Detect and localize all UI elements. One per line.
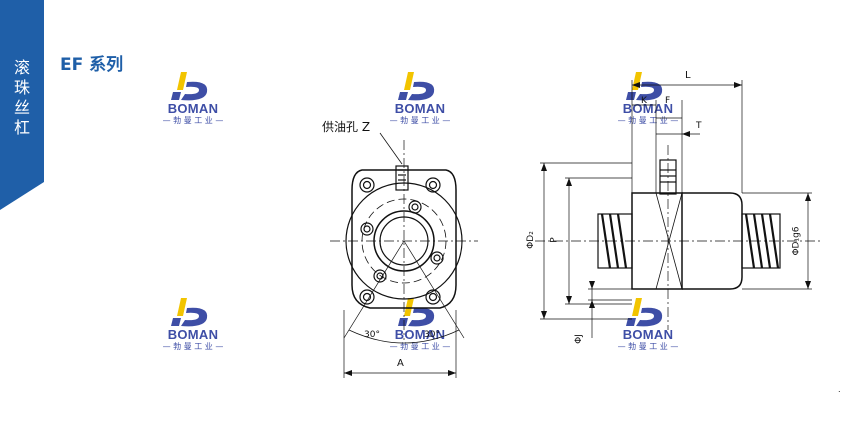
dimension-a: A bbox=[397, 358, 404, 369]
side-view-nut bbox=[597, 159, 781, 290]
logo-subtitle: — 勃 曼 工 业 — bbox=[162, 342, 224, 351]
boman-logo: BOMAN — 勃 曼 工 业 — bbox=[608, 296, 688, 352]
sidebar-char-4: 杠 bbox=[13, 118, 30, 137]
logo-brand: BOMAN bbox=[622, 327, 674, 342]
sidebar-char-1: 滚 bbox=[13, 58, 30, 77]
sidebar-char-2: 珠 bbox=[13, 78, 30, 97]
dimension-j: ΦJ bbox=[573, 334, 584, 344]
boman-logo: BOMAN — 勃 曼 工 业 — bbox=[153, 70, 233, 126]
dimension-k: K bbox=[641, 96, 647, 106]
boman-b-logo-icon bbox=[171, 298, 208, 327]
oil-hole-label: 供油孔 Z bbox=[322, 120, 371, 134]
logo-subtitle: — 勃 曼 工 业 — bbox=[617, 116, 679, 125]
series-title: EF 系列 bbox=[60, 55, 124, 75]
boman-b-logo-icon bbox=[398, 72, 435, 101]
boman-b-logo-icon bbox=[626, 298, 663, 327]
dimension-f: F bbox=[665, 96, 671, 106]
boman-logo: BOMAN — 勃 曼 工 业 — bbox=[153, 296, 233, 352]
angle-label-left: 30° bbox=[364, 330, 380, 340]
angle-label-right: 30° bbox=[424, 330, 440, 340]
dimension-d2: ΦD₂ bbox=[525, 231, 536, 249]
svg-text:.: . bbox=[838, 385, 841, 394]
boman-logo: BOMAN — 勃 曼 工 业 — bbox=[380, 296, 460, 352]
boman-logo: BOMAN — 勃 曼 工 业 — bbox=[380, 70, 460, 126]
logo-subtitle: — 勃 曼 工 业 — bbox=[162, 116, 224, 125]
dimension-p: P bbox=[549, 237, 560, 243]
dimension-l: L bbox=[685, 70, 691, 81]
logo-brand: BOMAN bbox=[394, 327, 446, 342]
logo-brand: BOMAN bbox=[167, 327, 219, 342]
dimension-t: T bbox=[696, 121, 702, 131]
dimension-d1: ΦD₁g6 bbox=[791, 226, 802, 256]
logo-subtitle: — 勃 曼 工 业 — bbox=[389, 116, 451, 125]
boman-b-logo-icon bbox=[171, 72, 208, 101]
logo-subtitle: — 勃 曼 工 业 — bbox=[617, 342, 679, 351]
logo-brand: BOMAN bbox=[167, 101, 219, 116]
sidebar-char-3: 丝 bbox=[13, 98, 30, 117]
boman-b-logo-icon bbox=[398, 298, 435, 327]
logo-subtitle: — 勃 曼 工 业 — bbox=[389, 342, 451, 351]
logo-brand: BOMAN bbox=[394, 101, 446, 116]
sidebar-tab bbox=[0, 0, 44, 210]
sidebar-title: 滚 珠 丝 杠 bbox=[6, 58, 38, 138]
